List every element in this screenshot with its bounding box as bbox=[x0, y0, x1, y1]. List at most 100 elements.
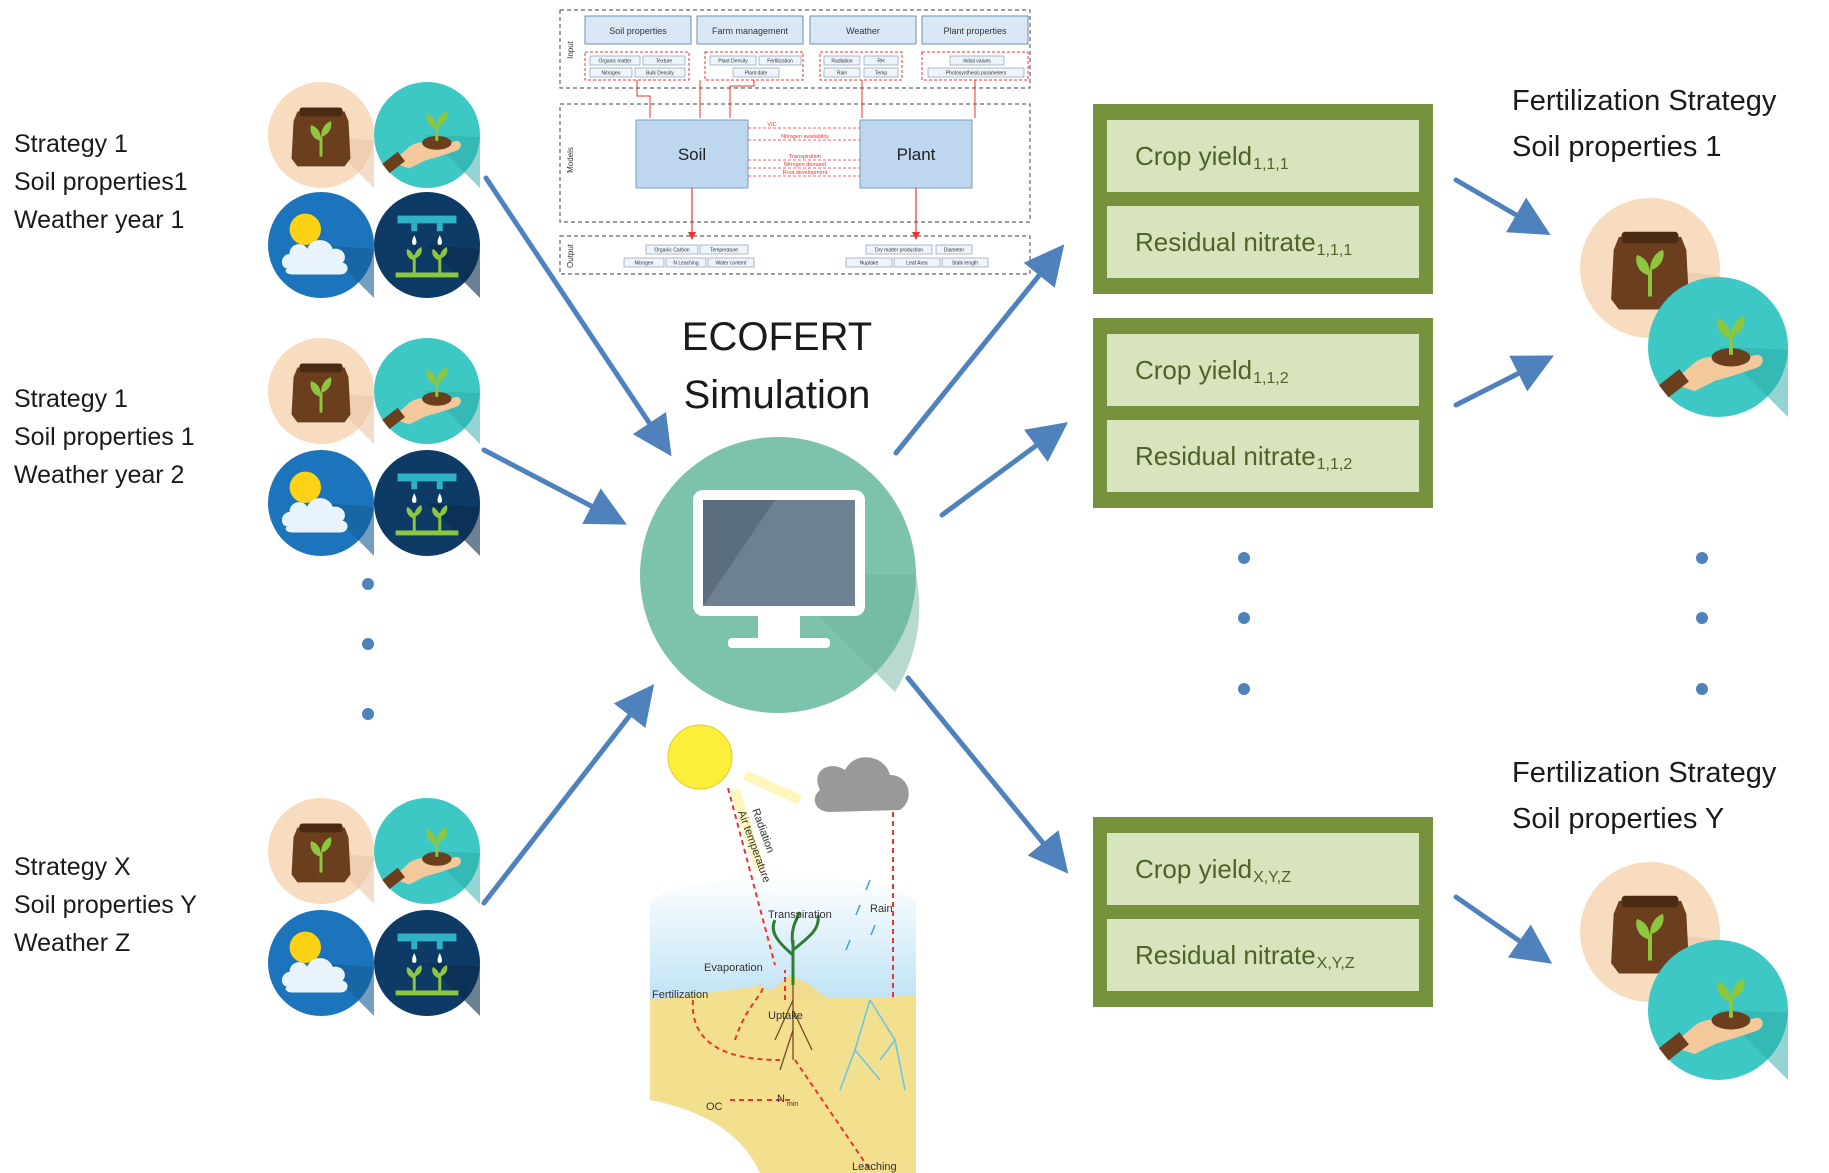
input-header-farm: Farm management bbox=[712, 26, 789, 36]
section-label-input: Input bbox=[566, 40, 575, 59]
input-group-3-labels: Strategy X Soil properties Y Weather Z bbox=[14, 848, 197, 962]
input-icons-group-1 bbox=[268, 82, 480, 298]
simulation-title: ECOFERT Simulation bbox=[652, 308, 902, 424]
result-label-1: Fertilization Strategy Soil properties 1 bbox=[1512, 78, 1776, 170]
process-label: Transpiration bbox=[768, 909, 832, 921]
input-header-weather: Weather bbox=[846, 26, 880, 36]
weather-label: Weather Z bbox=[14, 929, 131, 957]
strategy-label: Strategy 1 bbox=[14, 130, 128, 158]
ellipsis-dot-icon bbox=[1696, 612, 1708, 624]
process-label: OC bbox=[706, 1101, 723, 1113]
input-item: Fertilization bbox=[767, 59, 793, 65]
flow-arrow bbox=[1453, 355, 1554, 408]
flow-arrow bbox=[481, 684, 655, 906]
output-item: Stalk length bbox=[952, 261, 978, 267]
hand-plant-icon bbox=[374, 798, 480, 904]
process-label: Leaching bbox=[852, 1161, 897, 1173]
hand-plant-icon bbox=[1648, 940, 1788, 1080]
flux-label: Root development bbox=[783, 170, 828, 176]
residual-nitrate-subscript: 1,1,1 bbox=[1316, 242, 1353, 259]
output-item: N Leaching bbox=[673, 261, 699, 267]
input-item: Rain bbox=[837, 71, 848, 77]
crop-yield-subscript: 1,1,1 bbox=[1253, 156, 1289, 173]
soil-label: Soil properties1 bbox=[14, 168, 188, 196]
strategy-label: Strategy X bbox=[14, 853, 131, 881]
input-icons-group-3 bbox=[268, 798, 480, 1016]
flow-arrow bbox=[483, 175, 672, 457]
input-item: Initial values bbox=[963, 59, 991, 65]
plant-model-label: Plant bbox=[897, 145, 936, 164]
result-icons-1 bbox=[1580, 198, 1788, 417]
residual-nitrate-subscript: X,Y,Z bbox=[1316, 955, 1355, 972]
output-item: Organic Carbon bbox=[654, 248, 690, 254]
result-strategy-label: Fertilization Strategy bbox=[1512, 85, 1777, 117]
input-item: RH bbox=[877, 59, 885, 65]
flux-label: Transpiration bbox=[789, 154, 821, 160]
flux-label: VIC bbox=[767, 122, 776, 128]
simulation-title-line1: ECOFERT bbox=[681, 315, 873, 359]
residual-nitrate-label: Residual nitrate bbox=[1135, 440, 1316, 471]
fertilizer-bag-icon bbox=[268, 338, 374, 444]
flow-arrow bbox=[481, 447, 627, 525]
ellipsis-dot-icon bbox=[362, 578, 374, 590]
irrigation-icon bbox=[374, 192, 480, 298]
soil-label: Soil properties Y bbox=[14, 891, 197, 919]
input-item: Plant date bbox=[745, 71, 768, 77]
input-item: Organic matter bbox=[598, 59, 631, 65]
irrigation-icon bbox=[374, 910, 480, 1016]
irrigation-icon bbox=[374, 450, 480, 556]
result-soil-label: Soil properties 1 bbox=[1512, 131, 1722, 163]
process-label: Uptake bbox=[768, 1010, 803, 1022]
flux-label: Nitrogen demand bbox=[784, 162, 826, 168]
sun-cloud-icon bbox=[268, 910, 374, 1016]
input-item: Bulk Density bbox=[646, 71, 674, 77]
result-soil-label: Soil properties Y bbox=[1512, 803, 1725, 835]
residual-nitrate-label: Residual nitrate bbox=[1135, 226, 1316, 257]
ellipsis-dot-icon bbox=[1238, 552, 1250, 564]
section-label-output: Output bbox=[566, 243, 575, 268]
ellipsis-dot-icon bbox=[362, 638, 374, 650]
flow-arrow bbox=[939, 422, 1069, 518]
output-item: Diameter bbox=[944, 248, 965, 254]
strategy-label: Strategy 1 bbox=[14, 385, 128, 413]
flow-arrows bbox=[481, 175, 1554, 964]
crop-yield-label: Crop yield bbox=[1135, 140, 1253, 171]
output-item: Temperature bbox=[710, 248, 738, 254]
ellipsis-dot-icon bbox=[1696, 683, 1708, 695]
weather-label: Weather year 2 bbox=[14, 461, 185, 489]
residual-nitrate-subscript: 1,1,2 bbox=[1316, 456, 1353, 473]
flow-arrow bbox=[905, 675, 1069, 874]
input-item: Temp bbox=[875, 71, 887, 77]
input-header-plant: Plant properties bbox=[943, 26, 1007, 36]
ellipsis-dot-icon bbox=[1238, 612, 1250, 624]
process-label: N bbox=[777, 1093, 785, 1105]
soil-process-diagram: Radiation Air temperature Transpiration … bbox=[650, 722, 916, 1173]
soil-model-label: Soil bbox=[678, 145, 706, 164]
residual-nitrate-label: Residual nitrate bbox=[1135, 939, 1316, 970]
input-item: Plant Density bbox=[718, 59, 748, 65]
crop-yield-subscript: 1,1,2 bbox=[1253, 370, 1289, 387]
computer-monitor-icon bbox=[640, 437, 920, 713]
crop-yield-label: Crop yield bbox=[1135, 354, 1253, 385]
hand-plant-icon bbox=[1648, 277, 1788, 417]
result-label-2: Fertilization Strategy Soil properties Y bbox=[1512, 750, 1776, 842]
process-label: min bbox=[787, 1101, 798, 1108]
input-item: Texture bbox=[656, 59, 673, 65]
model-structure-diagram: Input Models Output Soil properties Farm… bbox=[559, 9, 1031, 275]
process-label: Fertilization bbox=[652, 989, 708, 1001]
soil-model-box bbox=[635, 119, 749, 189]
weather-label: Weather year 1 bbox=[14, 206, 185, 234]
sun-cloud-icon bbox=[268, 450, 374, 556]
output-item: Water content bbox=[716, 261, 748, 267]
crop-yield-label: Crop yield bbox=[1135, 853, 1253, 884]
flow-arrow bbox=[893, 244, 1065, 456]
sun-cloud-icon bbox=[268, 192, 374, 298]
simulation-title-line2: Simulation bbox=[683, 373, 871, 417]
flow-arrow bbox=[1453, 177, 1551, 236]
